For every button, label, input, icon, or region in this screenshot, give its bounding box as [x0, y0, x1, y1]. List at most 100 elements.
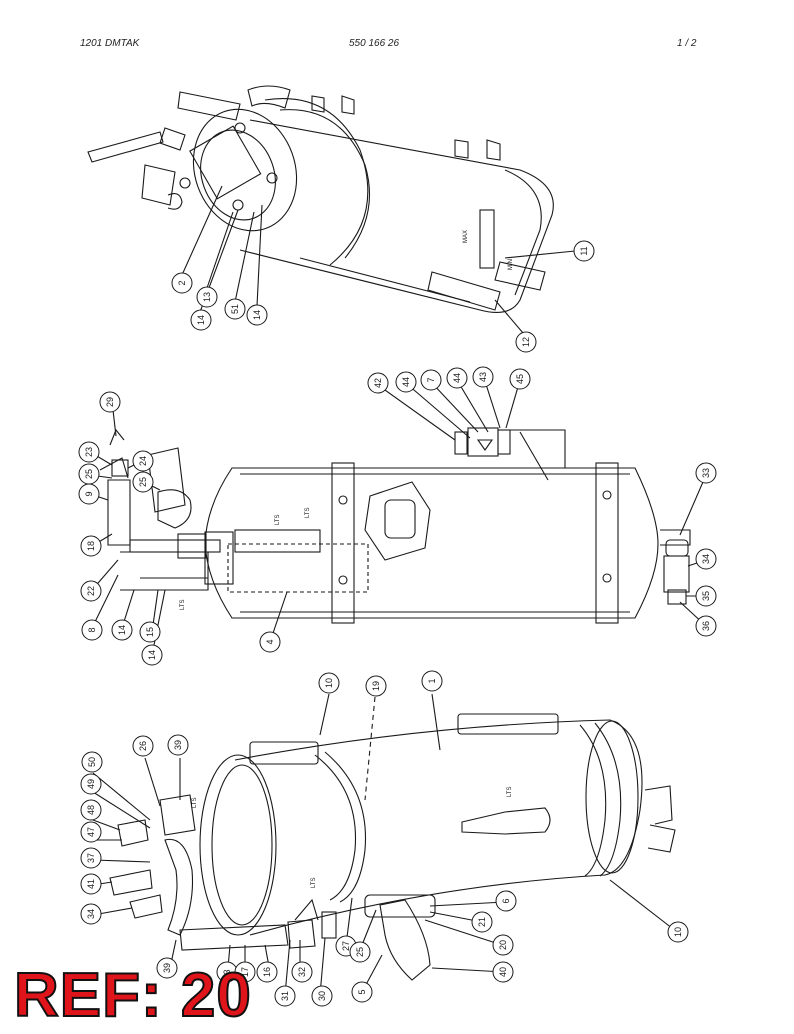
callout-circle [492, 934, 514, 956]
callout-balloon-45: 45 [509, 368, 531, 390]
callout-balloon-50: 50 [81, 751, 103, 773]
callout-number: 44 [401, 377, 411, 387]
callout-balloon-24: 24 [132, 450, 154, 472]
callout-number: 29 [105, 397, 115, 407]
callout-circle [80, 821, 102, 843]
callout-circle [695, 462, 717, 484]
callout-number: 24 [138, 456, 148, 466]
callout-circle [515, 331, 537, 353]
callout-number: 25 [355, 947, 365, 957]
callout-circle [367, 372, 389, 394]
callout-circle [132, 450, 154, 472]
callout-number: 9 [84, 491, 94, 496]
callout-circle [695, 548, 717, 570]
callout-number: 13 [202, 292, 212, 302]
callout-number: 18 [86, 541, 96, 551]
callout-balloon-23: 23 [78, 441, 100, 463]
callout-balloon-37: 37 [80, 847, 102, 869]
callout-balloon-21: 21 [471, 911, 493, 933]
callout-balloon-25: 25 [132, 471, 154, 493]
callout-balloon-4: 4 [259, 631, 281, 653]
callout-circle [492, 961, 514, 983]
callout-number: 25 [84, 469, 94, 479]
callout-balloon-17: 17 [234, 961, 256, 983]
callout-balloon-44: 44 [446, 367, 468, 389]
callout-circle [274, 985, 296, 1007]
callout-number: 10 [673, 927, 683, 937]
callout-balloon-11: 11 [573, 240, 595, 262]
callout-balloon-41: 41 [80, 873, 102, 895]
callout-circle [421, 670, 443, 692]
callout-balloon-25: 25 [78, 463, 100, 485]
callout-circle [351, 981, 373, 1003]
callout-number: 42 [373, 378, 383, 388]
callout-balloon-5: 5 [351, 981, 373, 1003]
callout-number: 17 [240, 967, 250, 977]
callout-number: 4 [265, 639, 275, 644]
callout-number: 3 [222, 969, 232, 974]
callout-number: 47 [86, 827, 96, 837]
callout-number: 21 [477, 917, 487, 927]
callout-balloon-32: 32 [291, 961, 313, 983]
callout-circle [80, 873, 102, 895]
callout-balloon-14: 14 [246, 304, 268, 326]
max-mark: MAX [463, 230, 469, 243]
callout-balloon-34: 34 [80, 903, 102, 925]
callout-balloon-48: 48 [80, 799, 102, 821]
callout-number: 39 [173, 740, 183, 750]
callout-number: 2 [177, 280, 187, 285]
callout-number: 27 [341, 941, 351, 951]
callout-number: 22 [86, 586, 96, 596]
callout-balloon-36: 36 [695, 615, 717, 637]
callout-circle [311, 985, 333, 1007]
callout-balloon-39: 39 [156, 957, 178, 979]
callout-circle [78, 441, 100, 463]
callout-circle [80, 773, 102, 795]
markings: MAX MIN LTS LTS LTS LTS LTS LTS [180, 230, 514, 888]
callout-number: 8 [87, 627, 97, 632]
callout-balloon-34: 34 [695, 548, 717, 570]
callout-balloon-13: 13 [196, 286, 218, 308]
callout-circle [99, 391, 121, 413]
callout-circle [573, 240, 595, 262]
callout-circle [365, 675, 387, 697]
callout-circle [132, 735, 154, 757]
callout-number: 50 [87, 757, 97, 767]
callout-circle [81, 619, 103, 641]
callout-circle [420, 369, 442, 391]
callout-balloon-35: 35 [695, 585, 717, 607]
callout-circle [167, 734, 189, 756]
callout-balloon-18: 18 [80, 535, 102, 557]
callout-number: 6 [501, 898, 511, 903]
callout-number: 1 [427, 678, 437, 683]
callout-balloon-31: 31 [274, 985, 296, 1007]
callout-number: 36 [701, 621, 711, 631]
callout-circle [667, 921, 689, 943]
callout-balloon-1: 1 [421, 670, 443, 692]
callout-number: 40 [498, 967, 508, 977]
callout-balloon-47: 47 [80, 821, 102, 843]
callout-number: 7 [426, 377, 436, 382]
callout-balloon-19: 19 [365, 675, 387, 697]
callout-circle [509, 368, 531, 390]
header-page-number: 1 / 2 [677, 38, 697, 49]
callout-balloon-16: 16 [256, 961, 278, 983]
callout-circle [234, 961, 256, 983]
lts-mark-1: LTS [275, 514, 281, 525]
callout-balloon-22: 22 [80, 580, 102, 602]
callout-balloon-12: 12 [515, 331, 537, 353]
callout-number: 14 [196, 315, 206, 325]
callout-number: 11 [579, 246, 589, 255]
callout-balloon-10: 10 [318, 672, 340, 694]
callout-number: 14 [252, 310, 262, 320]
callout-number: 39 [162, 963, 172, 973]
callout-circle [256, 961, 278, 983]
callout-circle [81, 751, 103, 773]
callout-circle [446, 367, 468, 389]
callout-circle [139, 621, 161, 643]
view-2-side-elevation [89, 377, 707, 656]
callout-balloon-43: 43 [472, 366, 494, 388]
view-3-perspective [92, 693, 678, 996]
callout-number: 10 [324, 678, 334, 688]
